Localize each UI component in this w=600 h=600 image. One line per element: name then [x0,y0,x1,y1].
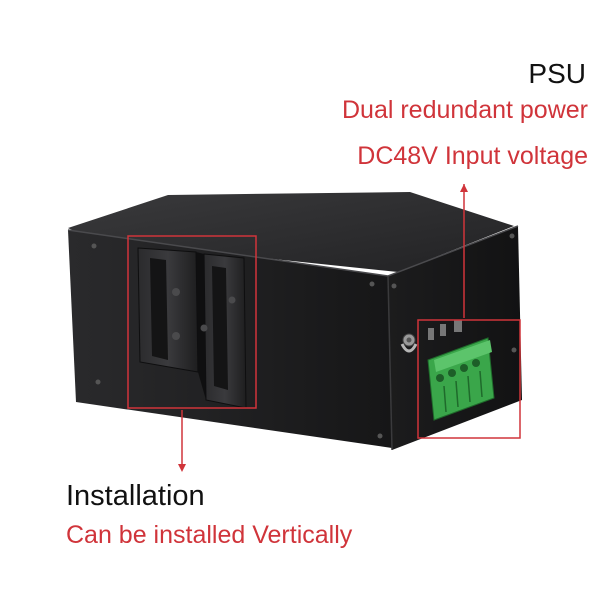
psu-title: PSU [528,58,586,89]
device-top-face [68,192,514,272]
din-rail-highlight-box [127,235,257,409]
installation-vertical-text: Can be installed Vertically [66,521,353,549]
psu-redundant-power-text: Dual redundant power [342,96,588,124]
power-terminal-block [427,337,495,421]
psu-input-voltage-text: DC48V Input voltage [357,142,588,170]
ground-screw [400,333,418,353]
terminal-highlight-box [417,319,521,439]
installation-title: Installation [66,480,205,512]
din-rail-bracket [137,247,247,409]
